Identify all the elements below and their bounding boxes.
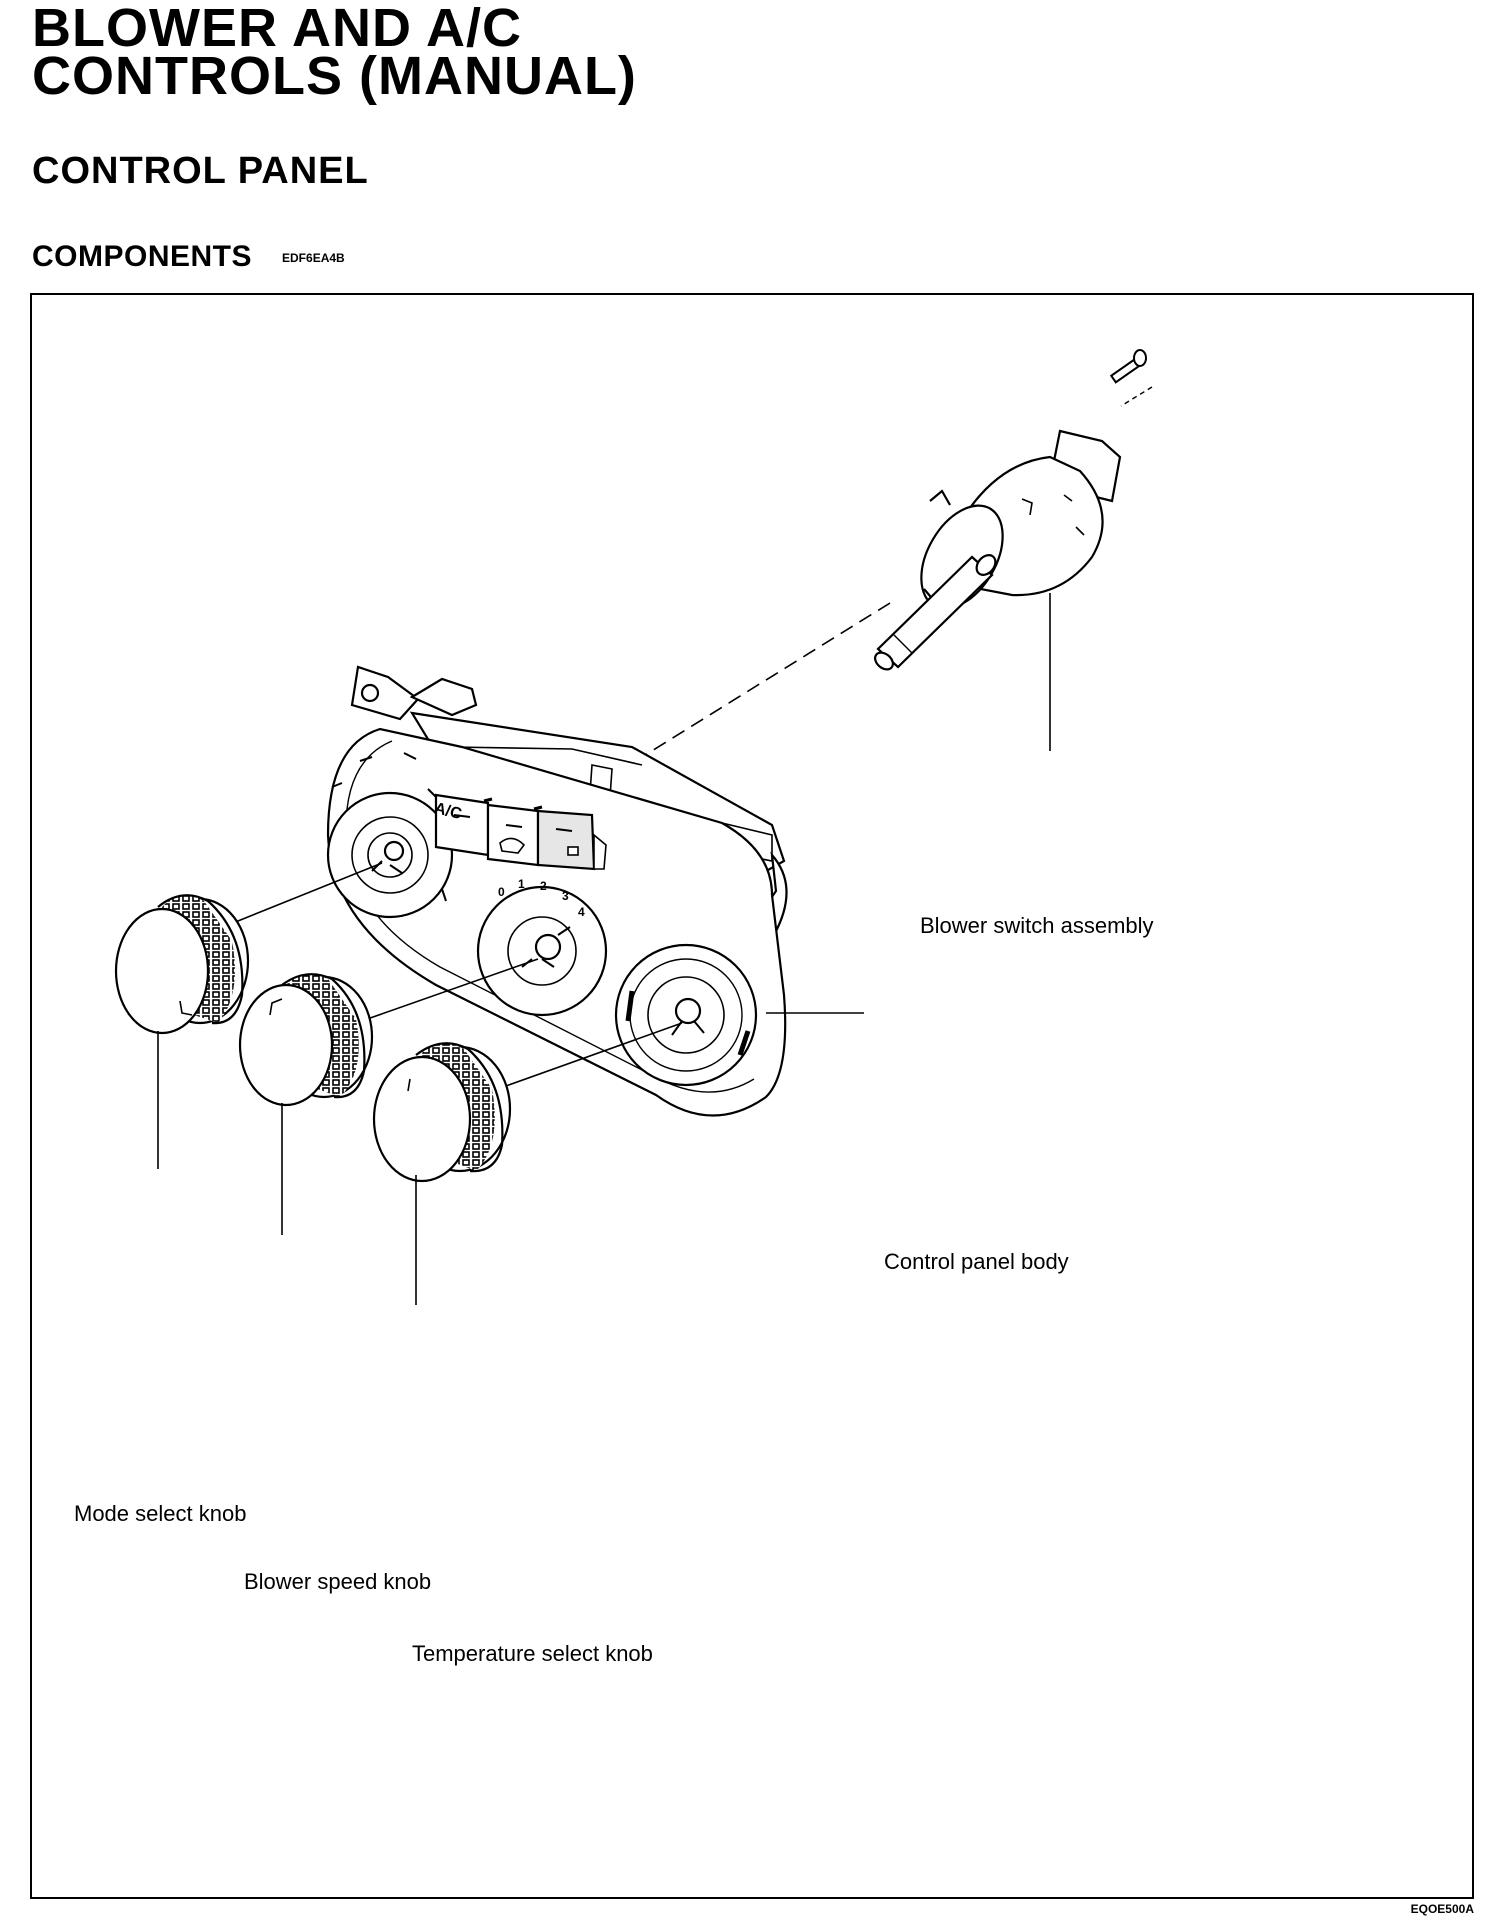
subsection-title: COMPONENTS — [32, 240, 253, 273]
diagram-frame: A/C 0 1 2 3 4 Blower switch assembly Con… — [30, 293, 1474, 1899]
label-blower-switch-assembly: Blower switch assembly — [920, 913, 1154, 938]
guide-mode-knob — [227, 862, 383, 926]
blower-tick-0: 0 — [498, 885, 505, 899]
temperature-select-knob — [372, 1042, 512, 1183]
guide-blower-knob — [355, 958, 539, 1024]
label-control-panel-body: Control panel body — [884, 1249, 1069, 1274]
control-panel-body — [326, 665, 788, 1117]
title-line-2: CONTROLS (MANUAL) — [32, 46, 637, 106]
section-heading: CONTROL PANEL — [32, 150, 369, 192]
blower-tick-3: 3 — [562, 889, 569, 903]
screw — [1109, 349, 1153, 407]
title-line-1: BLOWER AND A/C — [32, 0, 522, 58]
subsection-heading: COMPONENTS EDF6EA4B — [32, 240, 345, 274]
blower-tick-2: 2 — [540, 879, 547, 893]
label-mode-select-knob: Mode select knob — [74, 1501, 247, 1526]
figure-code: EQOE500A — [1410, 1902, 1474, 1916]
blower-tick-1: 1 — [518, 877, 525, 891]
blower-tick-4: 4 — [578, 905, 585, 919]
label-blower-speed-knob: Blower speed knob — [244, 1569, 432, 1594]
blower-speed-knob — [238, 973, 374, 1107]
assembly-dash-line — [641, 602, 891, 758]
blower-switch-assembly — [874, 429, 1122, 671]
components-illustration — [114, 349, 1153, 1305]
subsection-code: EDF6EA4B — [282, 251, 345, 266]
mode-select-knob — [114, 894, 250, 1035]
page-title: BLOWER AND A/C CONTROLS (MANUAL) — [32, 0, 637, 106]
guide-temp-knob — [491, 1022, 683, 1092]
label-temperature-select-knob: Temperature select knob — [412, 1641, 653, 1666]
